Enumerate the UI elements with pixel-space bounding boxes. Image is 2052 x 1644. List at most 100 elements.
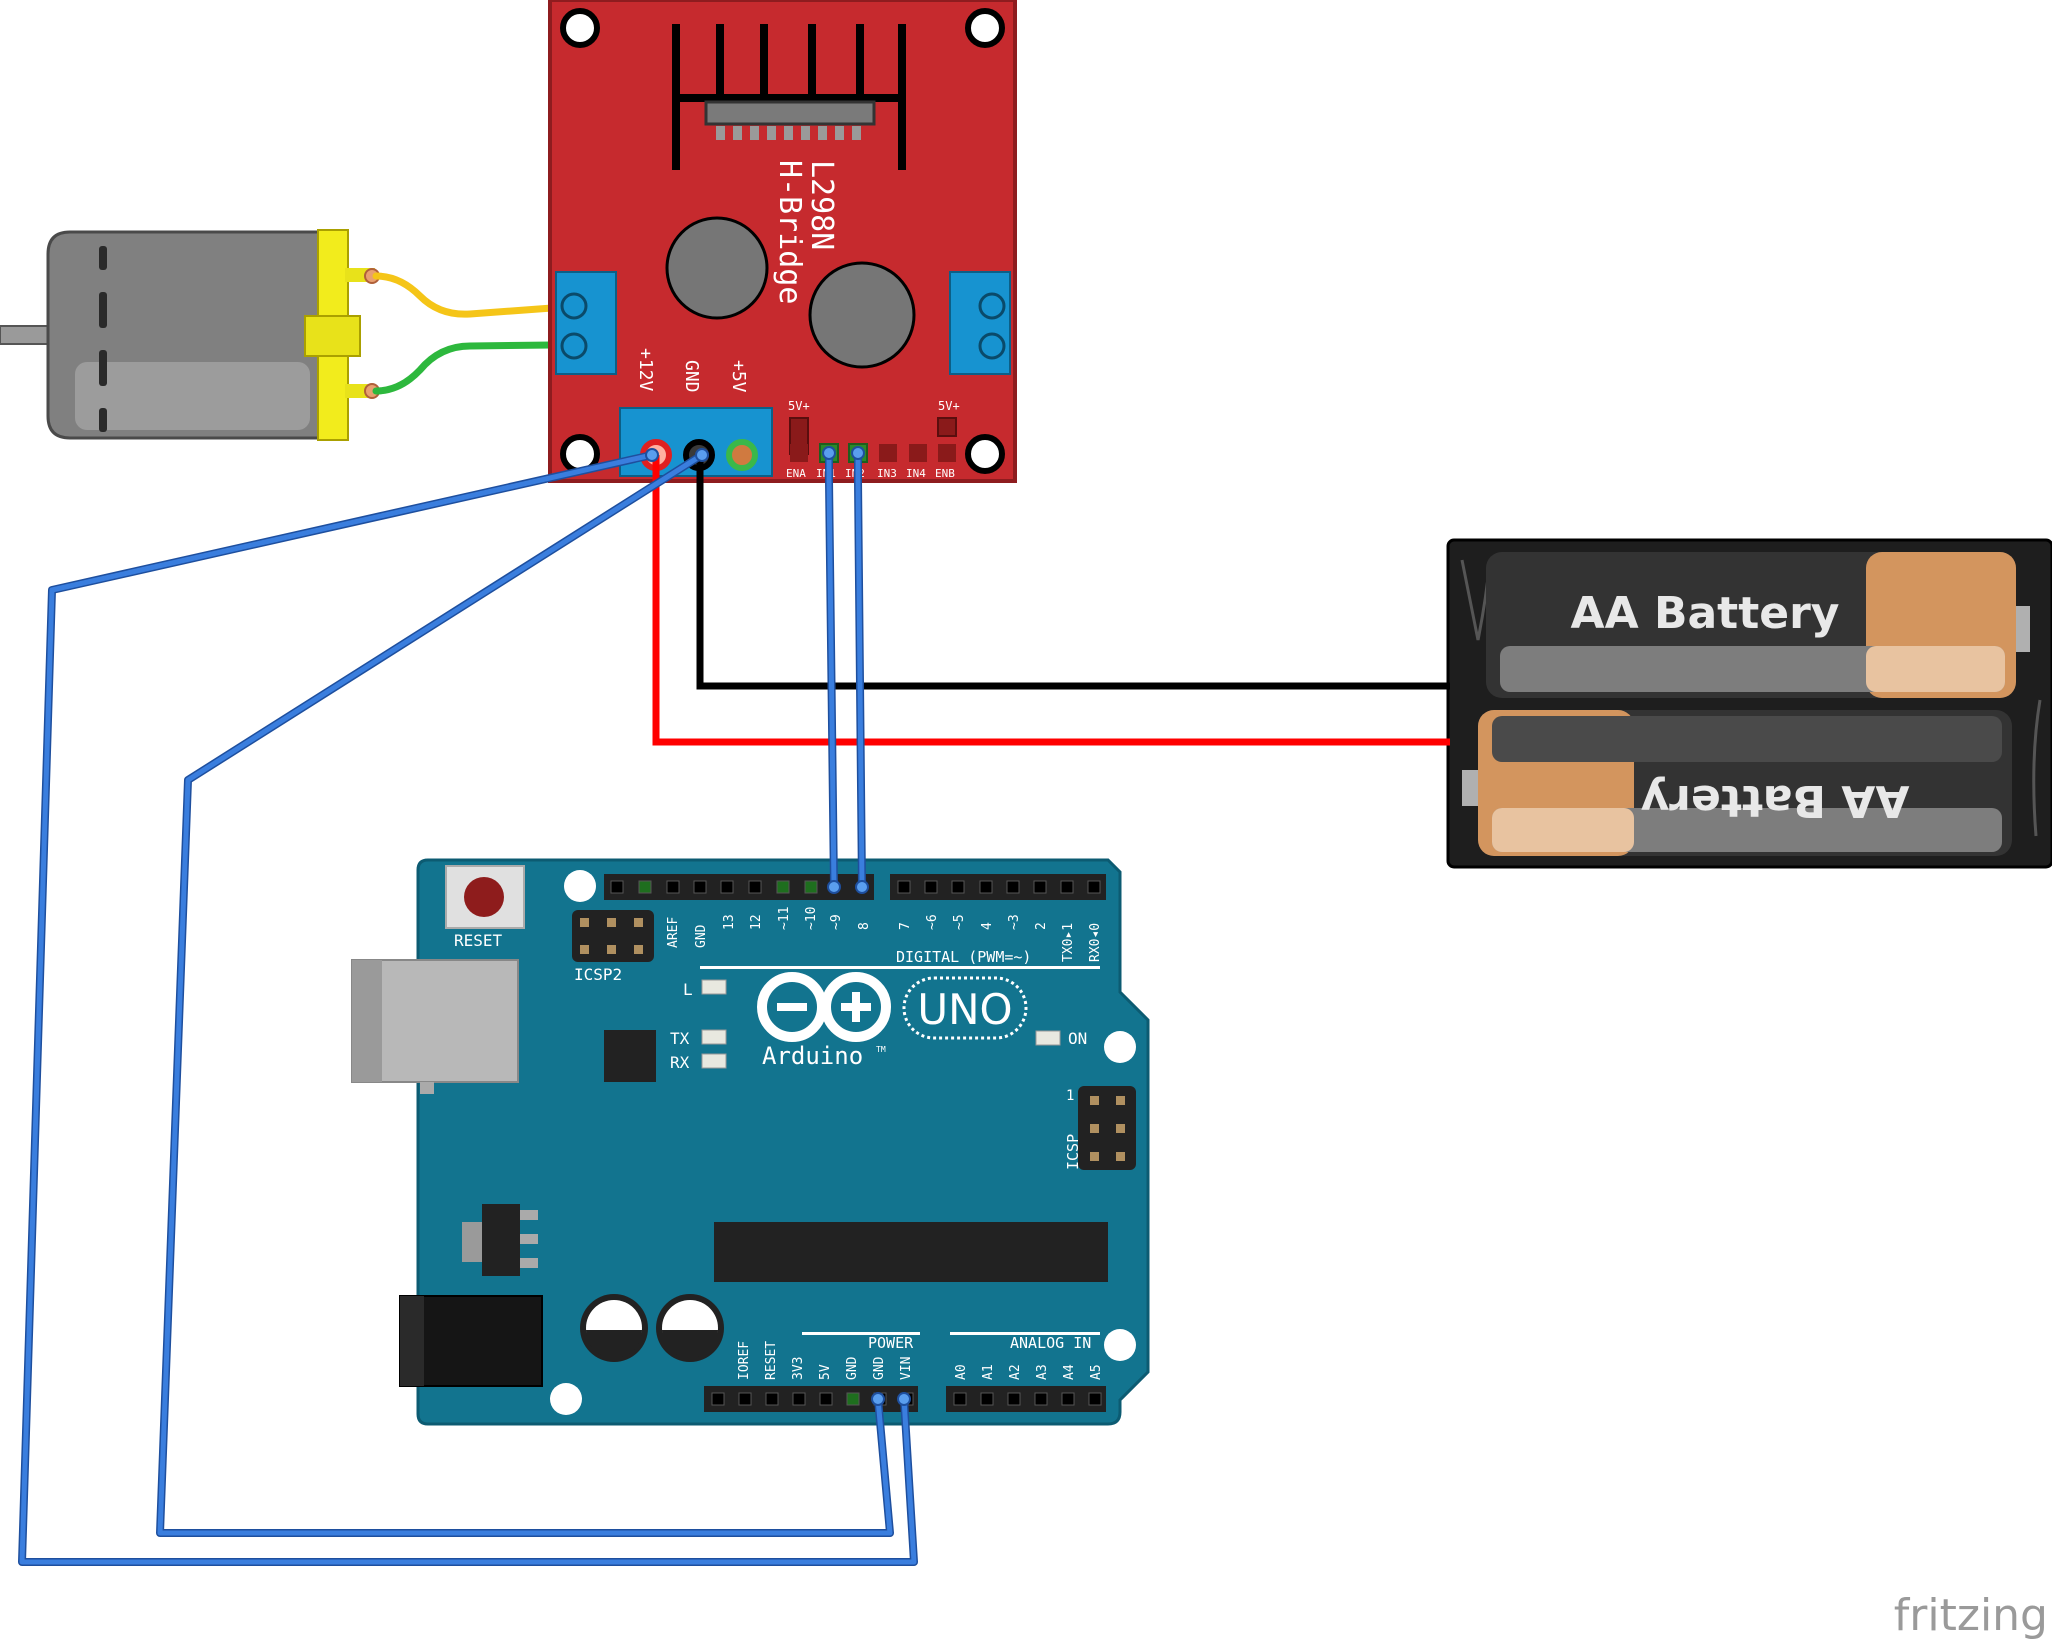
pin-label: GND <box>872 1356 887 1380</box>
h-bridge-title: L298N <box>804 160 839 250</box>
motor-wire-green <box>372 341 556 395</box>
led-rx <box>701 1053 727 1069</box>
pin-label: 2 <box>1034 922 1049 930</box>
led-label-on: ON <box>1068 1029 1087 1048</box>
l298n-chip-legs <box>716 126 861 140</box>
terminal-5v <box>726 439 758 471</box>
header-pin-hole <box>924 880 938 894</box>
battery-spring-right <box>2032 699 2042 837</box>
pin-label: 12 <box>749 914 764 930</box>
pin-label: RESET <box>764 1341 779 1380</box>
usb-chip <box>604 1030 656 1082</box>
pin-label: GND <box>845 1356 860 1380</box>
pin-label: RX0◂0 <box>1088 923 1103 962</box>
analog-header <box>946 1386 1106 1412</box>
header-pin-hole <box>1087 880 1101 894</box>
wire-endpoint <box>855 880 869 894</box>
power-header-label: POWER <box>868 1334 914 1352</box>
wire-endpoint <box>897 1392 911 1406</box>
jumper-label-enb: 5V+ <box>938 399 960 413</box>
board-hole <box>550 1383 582 1415</box>
header-pin-hole <box>804 880 818 894</box>
battery-label-bottom: AA Battery <box>1641 775 1910 826</box>
icsp2-label: ICSP2 <box>574 965 622 984</box>
header-pin-hole <box>720 880 734 894</box>
header-pin-hole <box>666 880 680 894</box>
h-bridge-subtitle: H-Bridge <box>772 160 807 305</box>
bottom-pin-holes <box>711 1392 1102 1406</box>
pin-label: 4 <box>980 922 995 930</box>
header-pin-hole <box>638 880 652 894</box>
mounting-hole <box>965 8 1005 48</box>
analog-divider <box>950 1332 1100 1335</box>
header-pin-hole <box>1034 1392 1048 1406</box>
header-pin-hole <box>951 880 965 894</box>
header-pin-hole <box>610 880 624 894</box>
pin-label: 7 <box>898 922 913 930</box>
microcontroller-chip <box>714 1222 1108 1282</box>
led-label-l: L <box>683 980 693 999</box>
battery-cell-bottom: AA Battery <box>1462 710 2012 856</box>
digital-header-label: DIGITAL (PWM=~) <box>896 948 1031 966</box>
header-pin-hole <box>953 1392 967 1406</box>
reset-button-cap[interactable] <box>464 877 504 917</box>
pin-label: ~3 <box>1007 914 1022 930</box>
fritzing-watermark: fritzing <box>1894 1590 2048 1641</box>
voltage-regulator-pin <box>520 1210 538 1220</box>
battery-label-top: AA Battery <box>1571 588 1840 639</box>
terminal-block-out-a <box>555 271 617 375</box>
pin-label-in4: IN4 <box>906 467 926 480</box>
h-bridge-board <box>548 0 1017 483</box>
pin-label: ~5 <box>952 914 967 930</box>
wire-gnd-to-gnd <box>157 452 893 1536</box>
l298n-chip <box>704 100 876 126</box>
power-divider <box>802 1332 920 1335</box>
motor-body-highlight <box>75 362 310 430</box>
pin-label: AREF <box>666 917 681 948</box>
motor-slot <box>99 350 107 386</box>
led-label-tx: TX <box>670 1029 690 1048</box>
jumper-enb <box>937 417 957 437</box>
dc-motor <box>0 229 380 441</box>
icsp2-header <box>572 910 654 962</box>
wire-endpoint <box>827 880 841 894</box>
pin-label: GND <box>694 924 709 948</box>
electrolytic-capacitor <box>656 1294 724 1362</box>
icsp-pin1-label: 1 <box>1066 1088 1074 1104</box>
usb-connector-tab <box>420 1082 434 1094</box>
label-5v: +5V <box>728 360 749 393</box>
wire-endpoint <box>822 446 836 460</box>
power-terminal-block <box>619 407 773 477</box>
wire-endpoint <box>695 448 709 462</box>
board-hole <box>1104 1031 1136 1063</box>
pin-label: A3 <box>1035 1364 1050 1380</box>
l298n-h-bridge: L298N H-Bridge +12V GND +5V 5V+ 5V+ <box>548 0 1017 483</box>
battery-cell-top: AA Battery <box>1486 552 2030 698</box>
led-label-rx: RX <box>670 1053 690 1072</box>
usb-connector-face <box>352 960 382 1082</box>
header-pin-hole <box>738 1392 752 1406</box>
pin-label: ~9 <box>829 914 844 930</box>
dc-barrel-jack-face <box>400 1296 424 1386</box>
uno-text: UNO <box>917 985 1012 1034</box>
pin-label: ~10 <box>804 907 819 930</box>
board-hole <box>564 870 596 902</box>
terminal-block-out-b <box>949 271 1011 375</box>
header-pin-hole <box>711 1392 725 1406</box>
voltage-regulator-pin <box>520 1258 538 1268</box>
voltage-regulator <box>482 1204 520 1276</box>
wire-vin-to-12v <box>19 452 917 1565</box>
voltage-regulator-tab <box>462 1222 484 1262</box>
pin-label: IOREF <box>737 1341 752 1380</box>
pin-label: 8 <box>857 922 872 930</box>
reset-label: RESET <box>454 931 503 950</box>
pin-label: ~6 <box>925 914 940 930</box>
header-pin-hole <box>1007 1392 1021 1406</box>
wire-battery-ground <box>696 455 1450 690</box>
motor-slot <box>99 246 107 270</box>
header-pin-hole <box>1088 1392 1102 1406</box>
header-pin-hole <box>693 880 707 894</box>
header-pin-hole <box>1061 1392 1075 1406</box>
mounting-hole <box>560 8 600 48</box>
